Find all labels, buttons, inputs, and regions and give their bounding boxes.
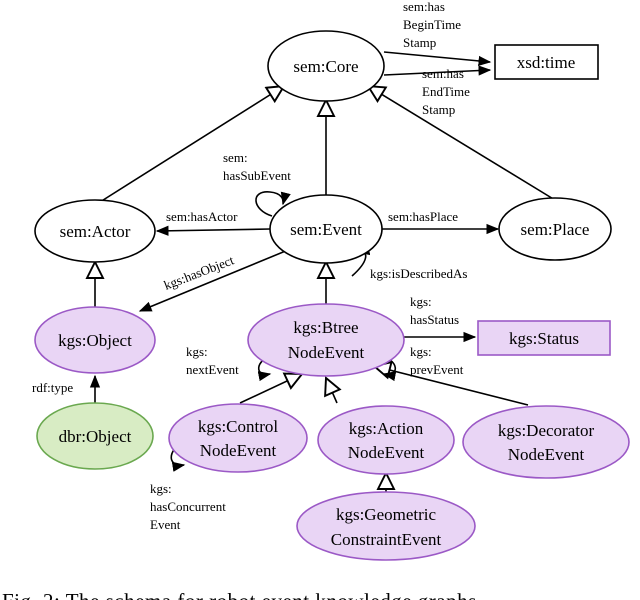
edge-label: Stamp	[422, 102, 455, 117]
edge-label: sem:has	[422, 66, 464, 81]
node-label: kgs:Object	[58, 331, 132, 350]
edge-label: hasSubEvent	[223, 168, 291, 183]
node-sem-place: sem:Place	[498, 197, 612, 261]
edge-label: hasConcurrent	[150, 499, 226, 514]
edge-label: nextEvent	[186, 362, 239, 377]
node-label: NodeEvent	[288, 343, 365, 362]
edge-label: EndTime	[422, 84, 470, 99]
edge-has-object	[138, 249, 289, 312]
edge-place-core	[368, 86, 556, 201]
node-label: kgs:Btree	[293, 318, 358, 337]
edge-label: kgs:	[150, 481, 172, 496]
edge-label: kgs:	[186, 344, 208, 359]
edge-label: sem:has	[403, 0, 445, 14]
node-kgs-object: kgs:Object	[34, 306, 156, 374]
edge-label: sem:hasPlace	[388, 209, 458, 224]
node-kgs-control-node-event: kgs:Control NodeEvent	[168, 403, 308, 473]
node-label: kgs:Status	[509, 329, 579, 348]
edge-begin-time	[383, 51, 492, 67]
node-kgs-status: kgs:Status	[477, 320, 611, 356]
node-label: sem:Core	[293, 57, 358, 76]
node-label: kgs:Action	[349, 419, 424, 438]
edge-has-actor	[155, 225, 271, 236]
edge-decorator-btree	[374, 366, 529, 406]
node-sem-event: sem:Event	[269, 194, 383, 264]
node-sem-actor: sem:Actor	[34, 199, 156, 263]
edge-end-time	[383, 65, 492, 76]
node-label: kgs:Control	[198, 417, 279, 436]
node-dbr-object: dbr:Object	[36, 402, 154, 470]
edge-label: rdf:type	[32, 380, 73, 395]
edge-label: sem:hasActor	[166, 209, 238, 224]
node-label: dbr:Object	[59, 427, 132, 446]
node-kgs-action-node-event: kgs:Action NodeEvent	[317, 405, 455, 475]
edge-label: kgs:	[410, 344, 432, 359]
node-kgs-geometric-constraint-event: kgs:Geometric ConstraintEvent	[296, 491, 476, 561]
node-label: NodeEvent	[508, 445, 585, 464]
property-edges	[89, 51, 500, 472]
node-label: sem:Actor	[60, 222, 131, 241]
edge-action-btree	[326, 378, 337, 404]
figure-caption: Fig. 2: The schema for robot event knowl…	[2, 589, 477, 600]
edge-label: hasStatus	[410, 312, 459, 327]
node-sem-core: sem:Core	[267, 30, 385, 102]
node-label: sem:Event	[290, 220, 362, 239]
node-kgs-decorator-node-event: kgs:Decorator NodeEvent	[462, 405, 630, 479]
node-xsd-time: xsd:time	[494, 44, 599, 80]
edge-has-subevent-loop	[255, 191, 291, 217]
edge-label: sem:	[223, 150, 248, 165]
node-label: kgs:Geometric	[336, 505, 437, 524]
edge-label: kgs:isDescribedAs	[370, 266, 468, 281]
edge-label: kgs:	[410, 294, 432, 309]
node-label: NodeEvent	[200, 441, 277, 460]
edge-label: prevEvent	[410, 362, 464, 377]
node-label: xsd:time	[517, 53, 576, 72]
edge-actor-core	[99, 86, 284, 203]
node-label: NodeEvent	[348, 443, 425, 462]
edge-control-btree	[239, 374, 302, 404]
node-label: kgs:Decorator	[498, 421, 595, 440]
node-label: ConstraintEvent	[331, 530, 442, 549]
edge-label: Event	[150, 517, 181, 532]
subclass-edges	[95, 86, 556, 492]
node-label: sem:Place	[521, 220, 590, 239]
node-kgs-btree-node-event: kgs:Btree NodeEvent	[247, 303, 405, 377]
edge-label: BeginTime	[403, 17, 461, 32]
edge-label: Stamp	[403, 35, 436, 50]
